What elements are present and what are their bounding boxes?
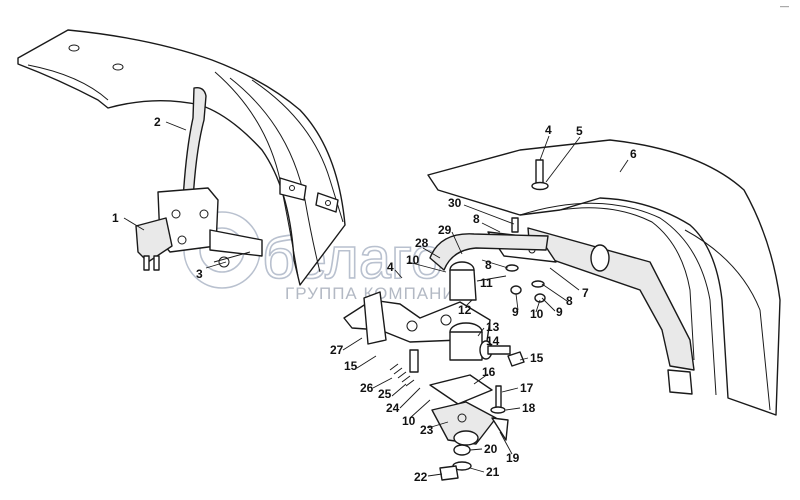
- right-support-arm: [429, 233, 549, 271]
- callout-26: 26: [360, 381, 374, 395]
- callout-7: 7: [582, 286, 589, 300]
- callout-9-left: 9: [512, 305, 519, 319]
- callout-14: 14: [486, 334, 500, 348]
- callout-25: 25: [378, 387, 392, 401]
- callout-4-left: 4: [387, 260, 394, 274]
- callout-22: 22: [414, 470, 428, 484]
- callout-15-right: 15: [530, 351, 544, 365]
- callout-5: 5: [576, 124, 583, 138]
- callout-10-right: 10: [530, 307, 544, 321]
- right-fender: [427, 139, 781, 416]
- callout-labels: 1 2 3 4 5 6 30 29 28 8 10 4 8 11 7 8 12 …: [112, 115, 637, 484]
- fasteners: [439, 385, 509, 481]
- callout-10-top: 10: [406, 253, 420, 267]
- callout-23: 23: [420, 423, 434, 437]
- left-fender: [17, 29, 346, 286]
- watermark-logo: белаго ГРУППА КОМПАНИЙ: [183, 211, 468, 303]
- left-support-arm: [182, 86, 207, 201]
- callout-16: 16: [482, 365, 496, 379]
- callout-29: 29: [438, 223, 452, 237]
- pivot-bolt: [479, 340, 525, 367]
- lower-bracket: [429, 374, 497, 446]
- callout-4: 4: [545, 123, 552, 137]
- fender-bolt: [531, 159, 549, 191]
- spring-assembly: [389, 349, 419, 387]
- callout-13: 13: [486, 320, 500, 334]
- callout-20: 20: [484, 442, 498, 456]
- callout-8-top: 8: [473, 212, 480, 226]
- callout-1: 1: [112, 211, 119, 225]
- callout-2: 2: [154, 115, 161, 129]
- central-bracket: [343, 261, 491, 361]
- callout-15-left: 15: [344, 359, 358, 373]
- callout-3: 3: [196, 267, 203, 281]
- callout-6: 6: [630, 147, 637, 161]
- leader-lines: [123, 121, 629, 477]
- callout-11: 11: [480, 276, 493, 290]
- callout-8-right: 8: [566, 294, 573, 308]
- callout-21: 21: [486, 465, 500, 479]
- callout-9-right: 9: [556, 305, 563, 319]
- callout-19: 19: [506, 451, 520, 465]
- callout-30: 30: [448, 196, 462, 210]
- callout-10-bottom: 10: [402, 414, 416, 428]
- callout-17: 17: [520, 381, 534, 395]
- corner-mark: —: [780, 1, 789, 11]
- callout-8-mid: 8: [485, 258, 492, 272]
- callout-27: 27: [330, 343, 344, 357]
- callout-12: 12: [458, 303, 472, 317]
- left-bracket-assembly: [135, 187, 263, 271]
- callout-24: 24: [386, 401, 400, 415]
- callout-28: 28: [415, 236, 429, 250]
- callout-18: 18: [522, 401, 536, 415]
